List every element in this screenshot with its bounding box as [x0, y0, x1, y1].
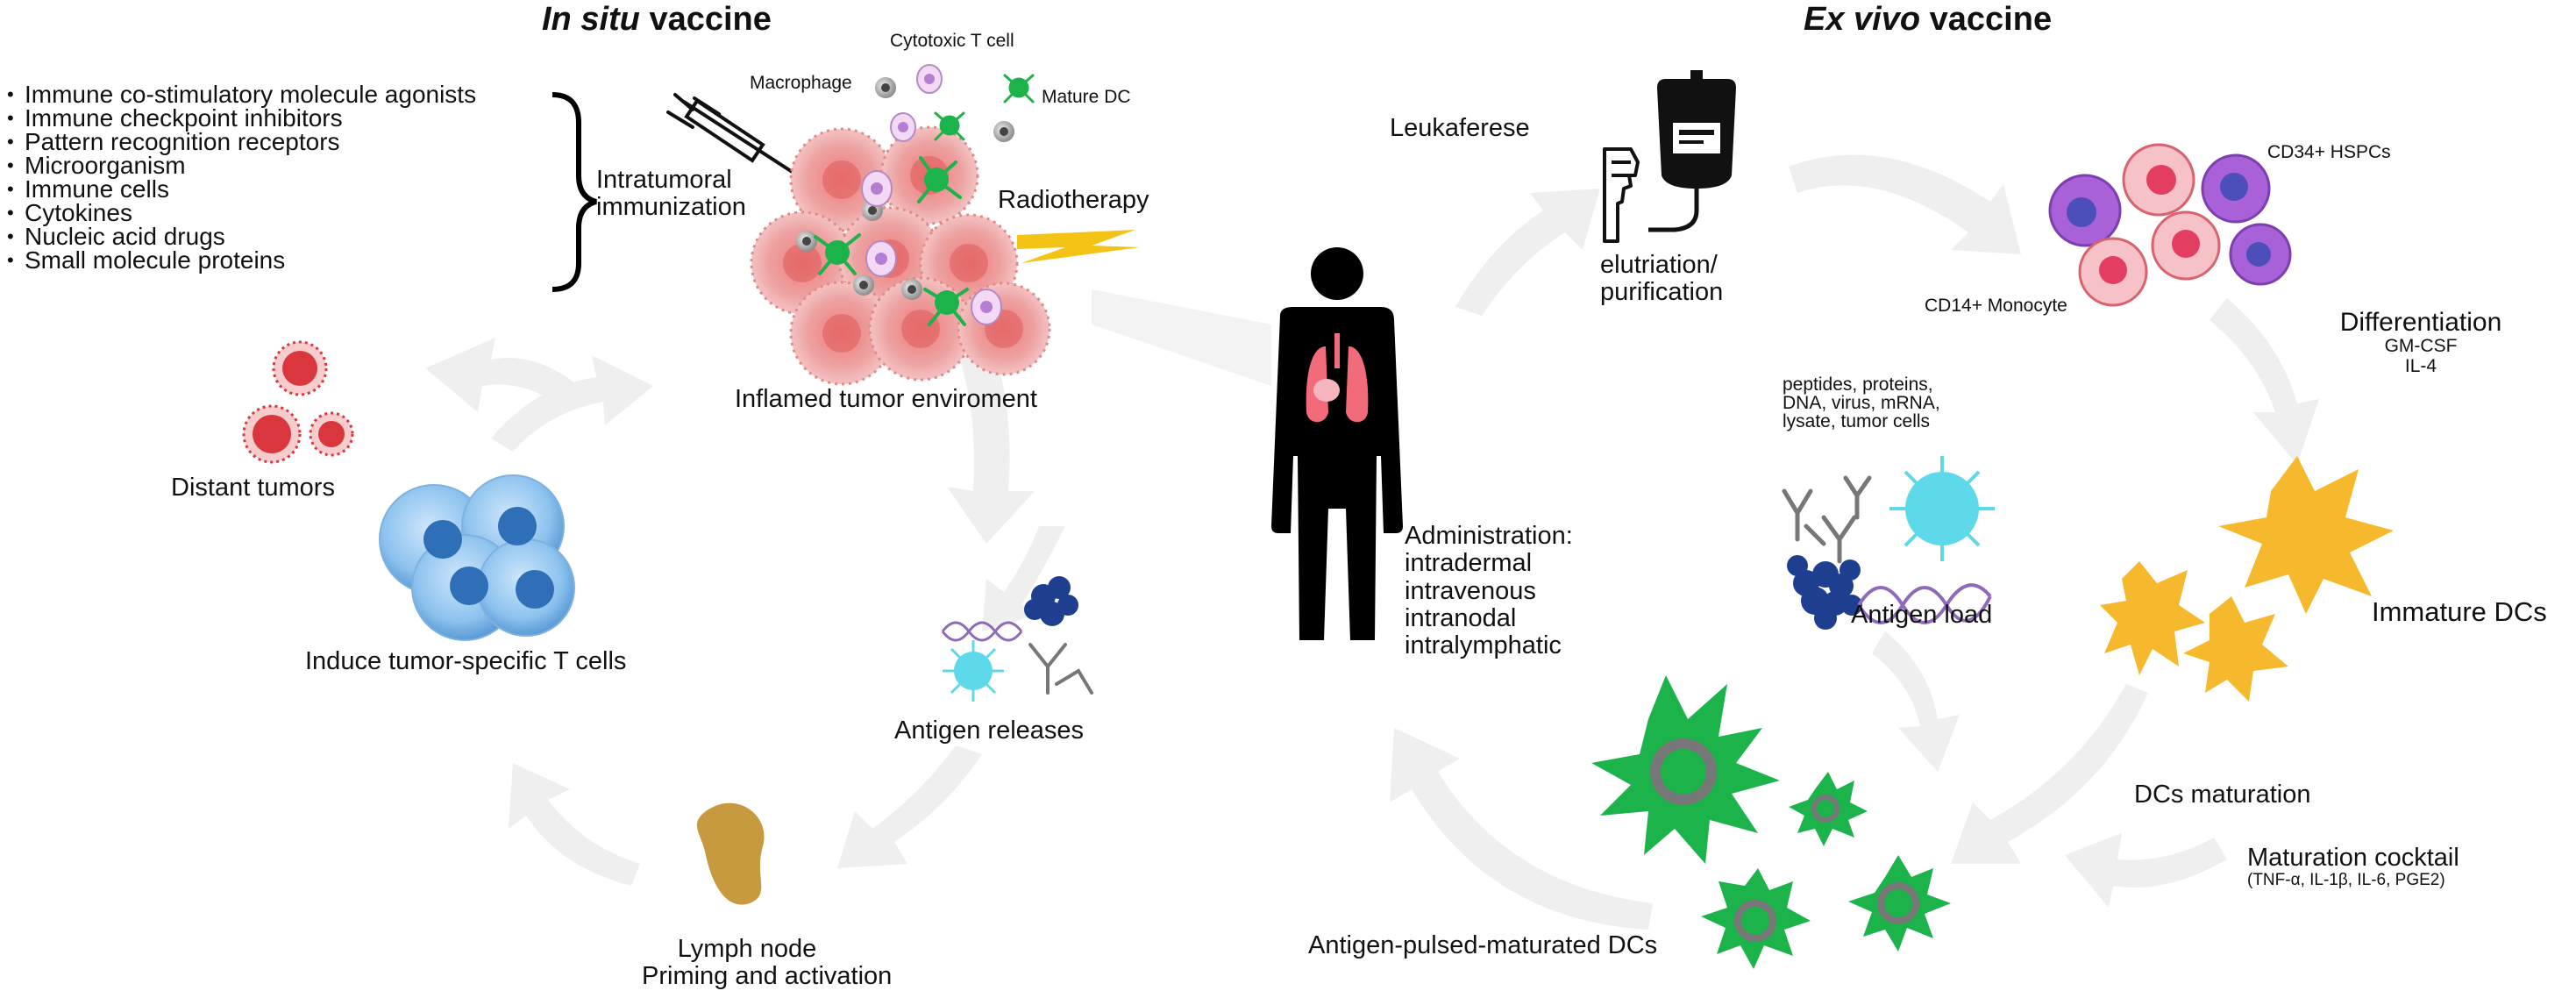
list-item: Cytokines: [7, 201, 476, 225]
lungs-icon: [1306, 333, 1369, 423]
ex-vivo-title-italic: Ex vivo: [1804, 1, 1921, 38]
list-item: Nucleic acid drugs: [7, 225, 476, 249]
intratumoral-line2: immunization: [596, 193, 746, 222]
human-figure-icon: [1271, 247, 1403, 640]
antigen-pulsed-label: Antigen-pulsed-maturated DCs: [1308, 931, 1658, 959]
list-item: Immune co-stimulatory molecule agonists: [7, 82, 476, 107]
ex-vivo-title-rest: vaccine: [1929, 1, 2053, 38]
released-antigens: [941, 576, 1093, 702]
maturation-cocktail-label: Maturation cocktail (TNF-α, IL-1β, IL-6,…: [2247, 844, 2459, 890]
antigen-types-label: peptides, proteins, DNA, virus, mRNA, ly…: [1783, 375, 1940, 431]
list-item: Microorganism: [7, 153, 476, 178]
antigen-releases-label: Antigen releases: [894, 716, 1085, 745]
leukaferese-label: Leukaferese: [1390, 114, 1530, 142]
tumor-macrophage-cells: [796, 200, 922, 300]
administration-title: Administration:: [1405, 522, 1573, 550]
induce-t-cells-label: Induce tumor-specific T cells: [305, 647, 627, 675]
elutriation-label: elutriation/ purification: [1600, 251, 1724, 307]
lightning-icon: [1017, 230, 1140, 263]
distant-tumors-label: Distant tumors: [171, 474, 335, 502]
intratumoral-immunization-label: Intratumoral immunization: [596, 166, 746, 222]
mature-dc-label: Mature DC: [1042, 87, 1131, 107]
macrophage-legend-icons: [875, 77, 1014, 142]
dcs-maturation-label: DCs maturation: [2134, 781, 2311, 809]
il4-label: IL-4: [2404, 356, 2437, 377]
in-situ-title-rest: vaccine: [649, 1, 772, 38]
maturation-cocktail-title: Maturation cocktail: [2247, 844, 2459, 872]
in-situ-title-italic: In situ: [542, 1, 640, 38]
arm-fist-icon: [1603, 147, 1640, 243]
differentiation-label: Differentiation GM-CSF IL-4: [2311, 308, 2530, 377]
inflamed-tumor-label: Inflamed tumor enviroment: [735, 385, 1037, 413]
cd14-monocyte-label: CD14+ Monocyte: [1925, 296, 2067, 316]
curly-brace: [551, 92, 597, 292]
iv-bag-icon: [1648, 70, 1736, 232]
cocktail-contents: (TNF-α, IL-1β, IL-6, PGE2): [2247, 871, 2445, 890]
route-intranodal: intranodal: [1405, 603, 1517, 632]
route-intravenous: intravenous: [1405, 576, 1536, 605]
t-cell-legend-icons: [890, 64, 943, 142]
syringe-icon: [666, 93, 810, 184]
list-item: Small molecule proteins: [7, 248, 476, 273]
antigen-types-line2: DNA, virus, mRNA,: [1783, 393, 1940, 413]
lymph-node-line2: Priming and activation: [642, 962, 893, 991]
differentiation-title: Differentiation: [2339, 308, 2502, 337]
tumor-dc-dendrites: [814, 156, 969, 326]
antigen-load-label: Antigen load: [1851, 601, 1993, 629]
immature-dcs-label: Immature DCs: [2372, 596, 2547, 627]
route-intralymphatic: intralymphatic: [1405, 631, 1562, 660]
gm-csf-label: GM-CSF: [2384, 336, 2458, 357]
immature-dendritic-cells: [2100, 456, 2394, 702]
antigen-types-line1: peptides, proteins,: [1783, 374, 1933, 395]
intratumoral-line1: Intratumoral: [596, 166, 732, 194]
antigen-pulsed-mature-dcs: [1591, 675, 1951, 969]
hspc-monocyte-cells: [2048, 143, 2292, 307]
list-item: Immune cells: [7, 177, 476, 202]
lymph-node-label: Lymph node Priming and activation: [642, 935, 893, 991]
antigen-load-mixture: [1782, 456, 1995, 630]
antigen-types-line3: lysate, tumor cells: [1783, 411, 1931, 431]
mature-dc-legend-icons: [934, 74, 1035, 141]
lymph-node-icon: [696, 802, 765, 905]
elutriation-line1: elutriation/: [1600, 251, 1718, 279]
distant-tumor-cells: [242, 340, 354, 464]
administration-label: Administration: intradermal intravenous …: [1405, 522, 1573, 660]
tumor-specific-t-cells: [379, 474, 575, 641]
macrophage-label: Macrophage: [750, 73, 852, 93]
intratumoral-agents-list: Immune co-stimulatory molecule agonists …: [5, 82, 476, 273]
elutriation-line2: purification: [1600, 278, 1724, 307]
radiotherapy-label: Radiotherapy: [998, 186, 1149, 214]
in-situ-title: In situ vaccine: [542, 1, 772, 38]
inflamed-tumor-cluster: [750, 125, 1051, 386]
route-intradermal: intradermal: [1405, 549, 1533, 578]
cytotoxic-t-cell-label: Cytotoxic T cell: [890, 31, 1014, 51]
tumor-t-cell-nuclei: [871, 182, 993, 313]
list-item: Pattern recognition receptors: [7, 130, 476, 154]
lymph-node-line1: Lymph node: [677, 935, 817, 963]
ex-vivo-title: Ex vivo vaccine: [1804, 1, 2053, 38]
cd34-hspcs-label: CD34+ HSPCs: [2267, 142, 2391, 162]
cycle-arrows: [425, 154, 2319, 930]
list-item: Immune checkpoint inhibitors: [7, 106, 476, 131]
